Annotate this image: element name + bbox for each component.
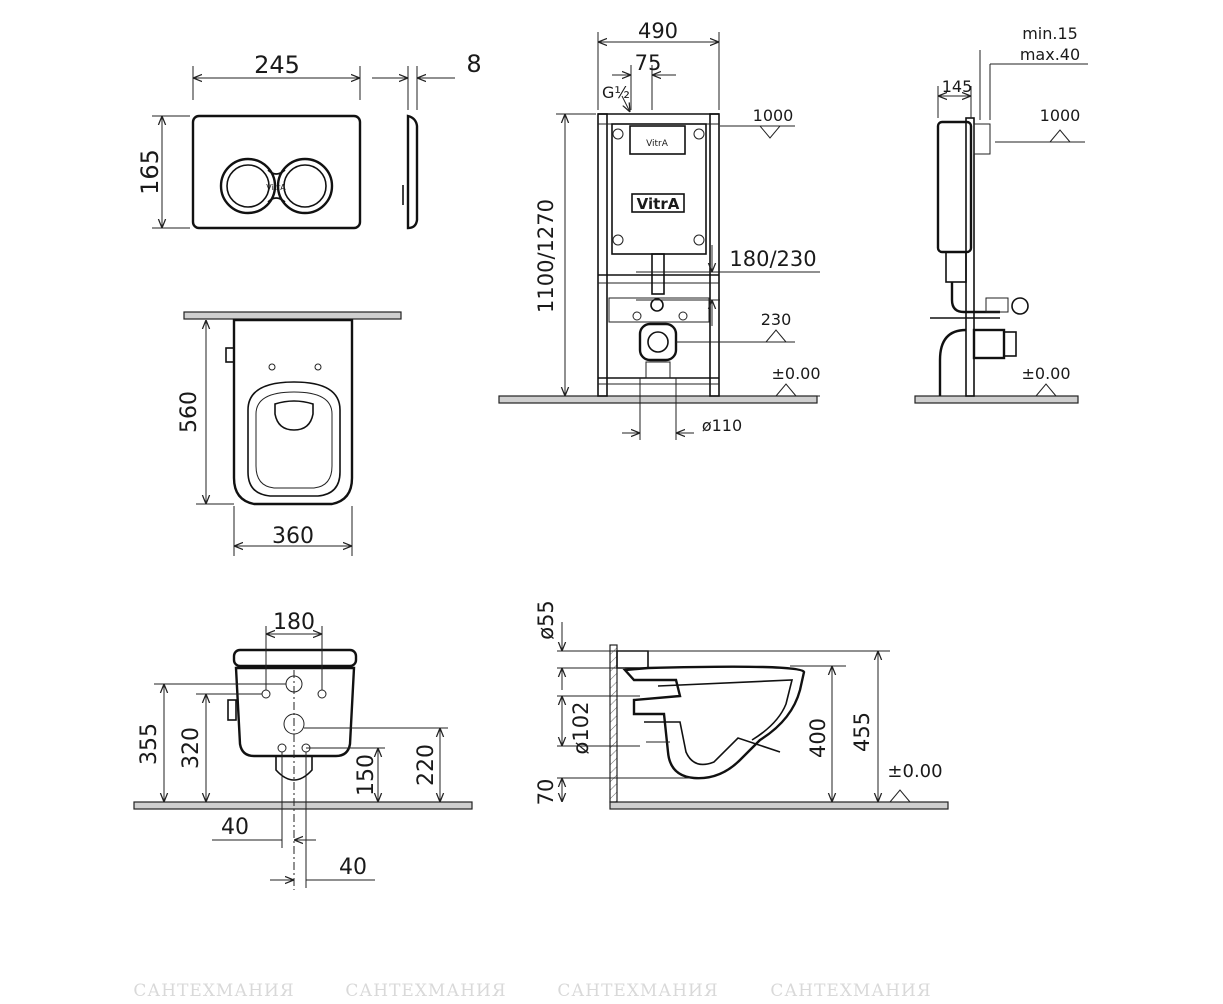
drain-diameter-label: ø110: [702, 416, 742, 435]
bowl-width-label: 360: [272, 524, 314, 549]
total-height-label: 455: [850, 712, 874, 752]
bowl-top-outline: [232, 318, 354, 506]
frame-height-label: 1100/1270: [534, 199, 558, 313]
frame-width-label: 490: [638, 19, 678, 43]
installation-frame-front: VitrA VitrA G½ 490 75 1100/127: [498, 19, 821, 440]
offset-right-label: 40: [339, 855, 367, 880]
bowl-front-outline: [234, 666, 356, 758]
outlet-diameter-label: ø102: [569, 702, 593, 755]
floor-front: [498, 395, 818, 404]
water-connection-label: G½: [602, 83, 630, 102]
side-level-top: 1000: [1040, 106, 1081, 125]
flush-opening: [629, 125, 686, 155]
offset-left-label: 40: [221, 815, 249, 840]
flush-plate-view: VitrA 245 165 8: [136, 50, 482, 230]
flush-plate-logo: VitrA: [266, 183, 286, 192]
wall-section: [609, 644, 618, 803]
inlet-height-label: 220: [414, 744, 439, 786]
watermark-text-1: САНТЕХМАНИЯ: [133, 981, 294, 1000]
bottom-offset-label: 70: [534, 779, 558, 806]
bowl-side-view: ø55 ø102 70 400 455 ±0.00: [534, 600, 949, 810]
wall-min-label: min.15: [1022, 24, 1078, 43]
bolt-spacing-label: 180: [273, 610, 315, 635]
outlet-height-label: 230: [761, 310, 792, 329]
wall-top-view: [183, 311, 402, 320]
drain-height-label: 180/230: [729, 247, 816, 271]
pipe-offset-label: 75: [635, 51, 662, 75]
watermark-text-2: САНТЕХМАНИЯ: [345, 981, 506, 1000]
upper-height-label: 355: [137, 723, 162, 765]
frame-level-top: 1000: [753, 106, 794, 125]
watermark-text-4: САНТЕХМАНИЯ: [770, 981, 931, 1000]
watermark: САНТЕХМАНИЯ САНТЕХМАНИЯ САНТЕХМАНИЯ САНТ…: [133, 981, 931, 1001]
side-depth-label: 145: [942, 77, 973, 96]
bowl-floor-level: ±0.00: [887, 761, 942, 782]
plate-side-profile: [406, 114, 419, 230]
flush-plate-outline: [191, 114, 362, 230]
floor-side: [914, 395, 1079, 404]
frame-post-left: [597, 113, 608, 397]
watermark-text-3: САНТЕХМАНИЯ: [557, 981, 718, 1000]
outlet-height-label-front: 150: [354, 754, 379, 796]
frame-logo-small: VitrA: [646, 139, 669, 149]
side-floor-level: ±0.00: [1021, 364, 1070, 383]
rim-height-label: 400: [806, 718, 830, 758]
plate-height-label: 165: [136, 149, 164, 195]
frame-logo-label: VitrA: [637, 195, 680, 213]
installation-frame-side: 145 min.15 max.40 1000 ±0.00: [914, 24, 1088, 404]
plate-width-label: 245: [254, 51, 300, 79]
frame-logo-box: [631, 193, 685, 213]
frame-post-right: [709, 113, 720, 397]
wall-max-label: max.40: [1020, 45, 1080, 64]
floor-bowl-side: [609, 801, 949, 810]
bowl-top-view: 560 360: [177, 311, 402, 556]
outlet-socket: [638, 322, 678, 362]
bowl-side-outline: [622, 665, 806, 780]
bowl-front-view: 180 355 320 150 220 40 40: [133, 610, 473, 890]
inlet-diameter-label: ø55: [534, 600, 558, 640]
plate-depth-label: 8: [466, 50, 481, 78]
side-outlet: [972, 328, 1006, 360]
lower-height-label: 320: [179, 727, 204, 769]
bowl-seat-outline: [247, 381, 341, 497]
flush-buttons-icon: [219, 157, 334, 215]
floor-bowl-front: [133, 801, 473, 810]
bowl-length-label: 560: [177, 391, 202, 433]
seat-front: [232, 648, 358, 668]
frame-floor-level: ±0.00: [771, 364, 820, 383]
